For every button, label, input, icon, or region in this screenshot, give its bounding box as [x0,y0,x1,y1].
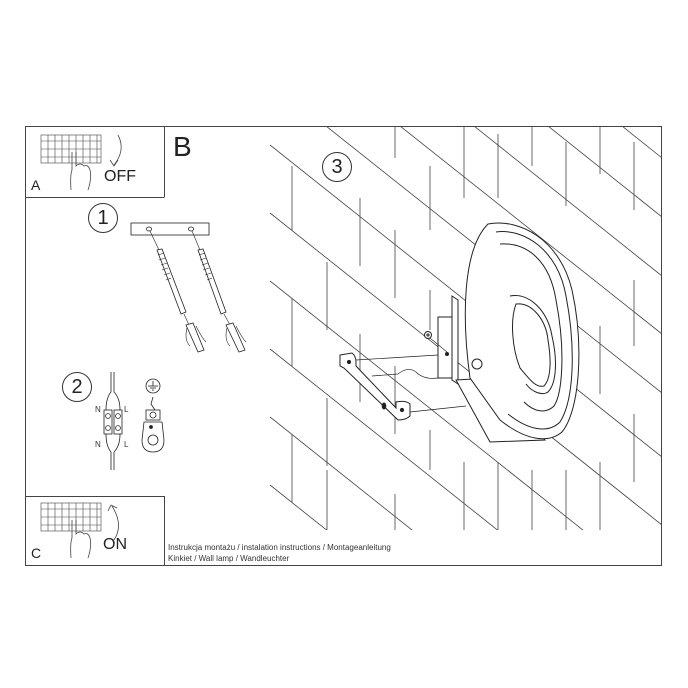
sheet-frame [25,126,662,566]
panel-a-switch-label: OFF [104,168,136,185]
step-3-badge: 3 [322,152,352,182]
wire-label-l-bottom: L [124,440,129,449]
hand-icon [70,520,92,559]
panel-b-letter: B [173,131,192,162]
arrow-up-icon [111,505,119,541]
step-2-badge: 2 [62,372,92,402]
step-number: 3 [331,155,343,178]
caption-product: Kinkiet / Wall lamp / Wandleuchter [168,554,290,563]
wire-label-l-top: L [124,405,129,414]
caption-instructions: Instrukcja montażu / instalation instruc… [168,543,391,552]
arrow-down-icon [113,134,122,166]
wire-label-n-bottom: N [95,440,101,449]
wall-plug-diagram [130,222,247,353]
panel-a-letter: A [31,177,41,193]
step-number: 1 [97,206,109,229]
panel-c-switch-label: ON [103,536,127,553]
step-number: 2 [71,375,83,398]
circuit-breaker-icon-a [40,134,122,191]
wall-lamp-diagram [339,222,580,443]
wire-label-n-top: N [95,405,101,414]
panel-c-letter: C [31,545,42,561]
wiring-diagram [103,372,165,470]
brick-wall [270,126,662,530]
circuit-breaker-icon-c [40,502,119,559]
step-1-badge: 1 [88,203,118,233]
hand-icon [70,152,92,191]
